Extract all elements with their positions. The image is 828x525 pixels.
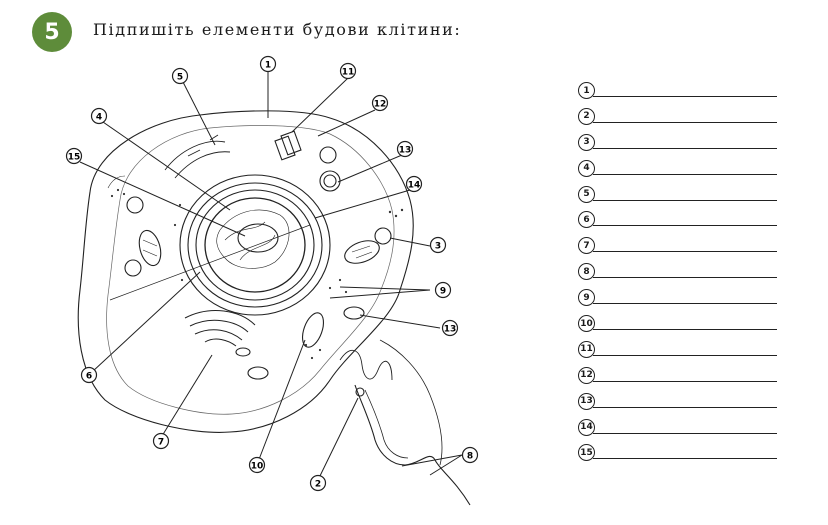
answer-field[interactable] <box>593 199 777 201</box>
svg-text:15: 15 <box>68 153 81 163</box>
callout-3: 3 <box>429 236 447 254</box>
callout-12: 12 <box>371 94 389 112</box>
answer-row-13: 13 <box>575 391 785 417</box>
svg-text:11: 11 <box>342 68 355 78</box>
answer-field[interactable] <box>593 406 777 408</box>
answer-number: 7 <box>578 237 595 255</box>
answer-field[interactable] <box>593 251 777 253</box>
answer-field[interactable] <box>593 458 777 460</box>
callout-6: 6 <box>80 366 98 384</box>
callout-5: 5 <box>171 67 189 85</box>
answer-row-2: 2 <box>575 106 785 132</box>
svg-text:5: 5 <box>177 73 183 83</box>
svg-text:1: 1 <box>265 61 271 71</box>
answer-field[interactable] <box>593 147 777 149</box>
answer-field[interactable] <box>593 354 777 356</box>
callout-10: 10 <box>248 456 266 474</box>
svg-text:14: 14 <box>408 181 421 191</box>
answer-number: 9 <box>578 289 595 307</box>
answer-number: 12 <box>578 366 595 384</box>
answer-row-10: 10 <box>575 313 785 339</box>
answer-row-5: 5 <box>575 184 785 210</box>
answer-row-11: 11 <box>575 339 785 365</box>
callout-1: 1 <box>259 55 277 73</box>
answer-number: 2 <box>578 107 595 125</box>
svg-text:8: 8 <box>467 452 473 462</box>
answer-row-15: 15 <box>575 442 785 468</box>
answer-number: 8 <box>578 263 595 281</box>
callout-14: 14 <box>405 175 423 193</box>
callout-2: 2 <box>309 474 327 492</box>
answer-number: 10 <box>578 315 595 333</box>
svg-text:10: 10 <box>251 462 264 472</box>
answer-field[interactable] <box>593 173 777 175</box>
task-instruction: Підпишіть елементи будови клітини: <box>93 20 462 39</box>
answer-number: 11 <box>578 340 595 358</box>
answer-row-14: 14 <box>575 417 785 443</box>
svg-text:13: 13 <box>444 325 457 335</box>
answer-row-1: 1 <box>575 80 785 106</box>
answer-field[interactable] <box>593 96 777 97</box>
answer-field[interactable] <box>593 277 777 279</box>
callout-15: 15 <box>65 147 83 165</box>
svg-text:13: 13 <box>399 146 412 156</box>
answer-row-4: 4 <box>575 158 785 184</box>
answer-row-3: 3 <box>575 132 785 158</box>
answer-row-12: 12 <box>575 365 785 391</box>
svg-text:6: 6 <box>86 372 92 382</box>
answer-number: 1 <box>578 82 595 99</box>
svg-text:9: 9 <box>440 287 446 297</box>
answer-lines: 1 2 3 4 5 6 7 8 9 10 11 12 13 14 15 <box>575 80 785 468</box>
task-number-badge: 5 <box>32 12 72 52</box>
answer-field[interactable] <box>593 225 777 227</box>
svg-text:3: 3 <box>435 242 441 252</box>
cell-diagram: 1 5 11 12 4 13 15 14 3 9 13 6 7 10 8 2 <box>65 55 479 506</box>
svg-text:12: 12 <box>374 100 387 110</box>
callout-9: 9 <box>434 281 452 299</box>
callout-labels: 1 5 11 12 4 13 15 14 3 9 13 6 7 10 8 2 <box>65 55 479 492</box>
callout-7: 7 <box>152 432 170 450</box>
svg-text:7: 7 <box>158 438 164 448</box>
answer-number: 15 <box>578 444 595 462</box>
answer-field[interactable] <box>593 121 777 123</box>
answer-number: 6 <box>578 211 595 229</box>
answer-row-7: 7 <box>575 235 785 261</box>
callout-11: 11 <box>339 62 357 80</box>
svg-text:4: 4 <box>96 113 102 123</box>
answer-number: 14 <box>578 418 595 436</box>
answer-field[interactable] <box>593 303 777 305</box>
callout-13: 13 <box>396 140 414 158</box>
answer-field[interactable] <box>593 432 777 434</box>
svg-text:2: 2 <box>315 480 321 490</box>
answer-number: 5 <box>578 185 595 203</box>
callout-8: 8 <box>461 446 479 464</box>
answer-row-9: 9 <box>575 287 785 313</box>
answer-number: 3 <box>578 133 595 151</box>
answer-row-8: 8 <box>575 261 785 287</box>
callout-4: 4 <box>90 107 108 125</box>
callout-13-lower: 13 <box>441 319 459 337</box>
answer-field[interactable] <box>593 380 777 382</box>
answer-number: 4 <box>578 159 595 177</box>
answer-row-6: 6 <box>575 209 785 235</box>
answer-field[interactable] <box>593 329 777 331</box>
answer-number: 13 <box>578 392 595 410</box>
